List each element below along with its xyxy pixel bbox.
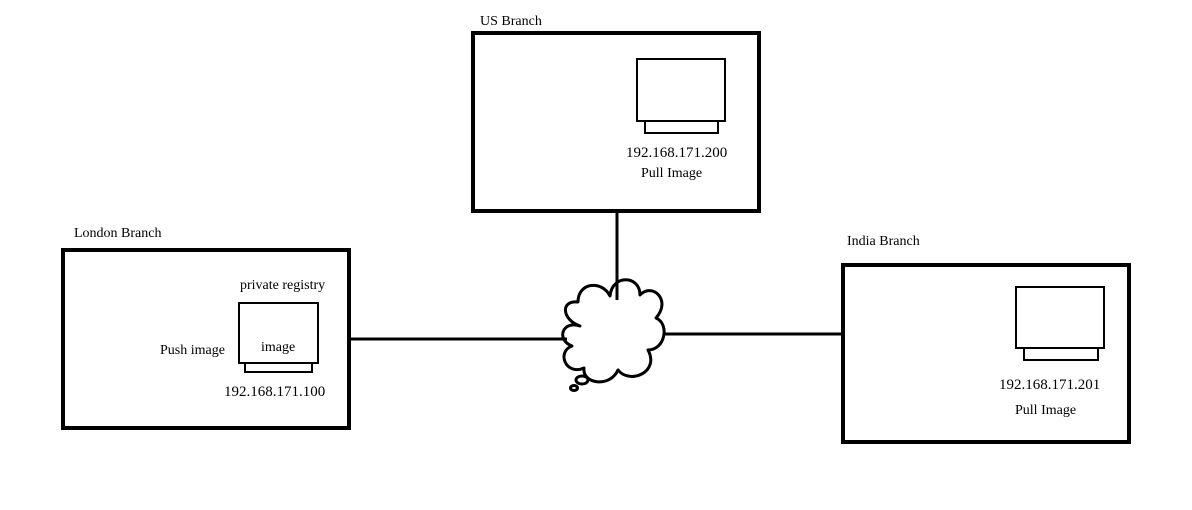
- india-ip-address: 192.168.171.201: [999, 377, 1101, 393]
- india-action-label: Pull Image: [1015, 403, 1077, 418]
- india-branch-box: [841, 263, 1131, 444]
- india-branch-title: India Branch: [847, 234, 920, 249]
- us-ip-address: 192.168.171.200: [626, 145, 728, 161]
- london-monitor-icon: [238, 302, 319, 373]
- london-registry-label: private registry: [240, 278, 326, 293]
- london-action-label: Push image: [160, 343, 225, 358]
- london-branch-title: London Branch: [74, 226, 162, 241]
- us-monitor-icon: [636, 58, 726, 134]
- london-ip-address: 192.168.171.100: [224, 384, 326, 400]
- us-branch-box: [471, 31, 761, 213]
- london-screen-label: image: [261, 340, 296, 355]
- london-branch-box: [61, 248, 351, 430]
- india-monitor-icon: [1015, 286, 1105, 361]
- cloud-icon: [561, 278, 666, 392]
- us-action-label: Pull Image: [641, 166, 703, 181]
- us-branch-title: US Branch: [480, 14, 542, 29]
